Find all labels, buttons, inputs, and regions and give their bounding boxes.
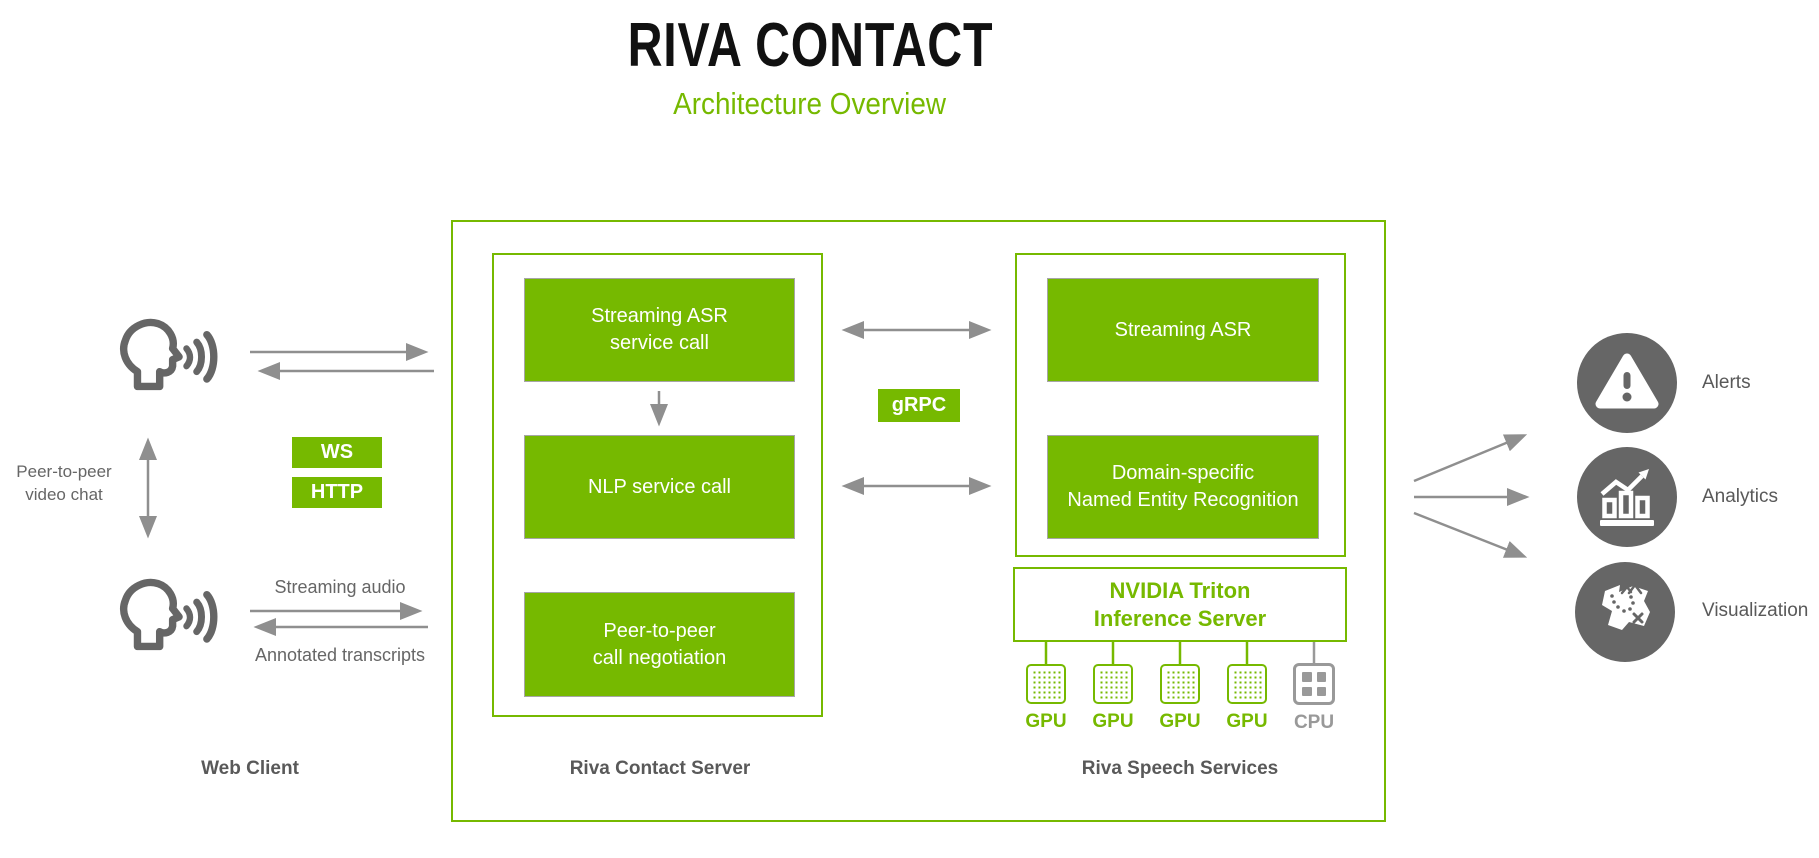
- analytics-chart-icon: [1577, 447, 1677, 547]
- triton-line2: Inference Server: [1093, 605, 1267, 631]
- gpu-label: GPU: [1226, 711, 1268, 732]
- asr-call-line2: service call: [610, 332, 709, 354]
- gpu-chip-icon: [1160, 664, 1200, 704]
- nlp-service-call-box: NLP service call: [524, 435, 795, 539]
- speaking-head-icon: [119, 578, 218, 651]
- riva-speech-services-section-label: Riva Speech Services: [1081, 758, 1279, 779]
- streaming-audio-label: Streaming audio: [274, 577, 406, 597]
- web-client-section-label: Web Client: [201, 758, 299, 779]
- alerts-warning-icon: [1577, 333, 1677, 433]
- gpu-chip-icon: [1093, 664, 1133, 704]
- gpu-unit: GPU: [1014, 664, 1078, 733]
- visualization-label: Visualization: [1702, 600, 1809, 621]
- cpu-unit: CPU: [1282, 663, 1346, 734]
- gpu-unit: GPU: [1148, 664, 1212, 733]
- ner-line1: Domain-specific: [1111, 462, 1255, 484]
- streaming-asr-box: Streaming ASR: [1047, 278, 1319, 382]
- gpu-chip-icon: [1026, 664, 1066, 704]
- gpu-label: GPU: [1092, 711, 1134, 732]
- peer-to-peer-video-chat-label: Peer-to-peer video chat: [6, 461, 122, 507]
- gpu-unit: GPU: [1215, 664, 1279, 733]
- riva-contact-server-box: [492, 253, 823, 717]
- page-title-wrap: RIVA CONTACT: [460, 10, 1160, 81]
- riva-contact-outer-box: [451, 220, 1386, 822]
- cpu-chip-icon: [1293, 663, 1335, 705]
- domain-specific-ner-box: Domain-specific Named Entity Recognition: [1047, 435, 1319, 539]
- speaking-head-icon: [119, 318, 218, 391]
- peer-to-peer-call-negotiation-box: Peer-to-peer call negotiation: [524, 592, 795, 697]
- cpu-label: CPU: [1293, 712, 1335, 733]
- p2p-call-line2: call negotiation: [592, 646, 727, 669]
- page-subtitle: Architecture Overview: [673, 86, 947, 121]
- asr-call-line1: Streaming ASR: [591, 305, 728, 327]
- alerts-label: Alerts: [1702, 372, 1751, 393]
- p2p-call-line1: Peer-to-peer: [603, 619, 716, 642]
- peer-chat-line1: Peer-to-peer: [16, 462, 112, 481]
- gpu-label: GPU: [1159, 711, 1201, 732]
- analytics-label: Analytics: [1702, 486, 1779, 507]
- gpu-label: GPU: [1025, 711, 1067, 732]
- arrow-fan-to-visualization: [1413, 511, 1528, 558]
- streaming-asr-label: Streaming ASR: [1114, 318, 1252, 341]
- gpu-chip-icon: [1227, 664, 1267, 704]
- page-subtitle-wrap: Architecture Overview: [460, 86, 1160, 122]
- streaming-asr-service-call-box: Streaming ASR service call: [524, 278, 795, 382]
- page-title: RIVA CONTACT: [627, 11, 993, 80]
- ner-line2: Named Entity Recognition: [1067, 489, 1299, 511]
- riva-speech-services-box: [1015, 253, 1346, 557]
- http-protocol-tag: HTTP: [292, 477, 382, 508]
- gpu-unit: GPU: [1081, 664, 1145, 733]
- nvidia-triton-inference-server-box: NVIDIA Triton Inference Server: [1013, 567, 1347, 642]
- nlp-call-label: NLP service call: [587, 475, 732, 498]
- riva-contact-server-section-label: Riva Contact Server: [569, 758, 751, 779]
- triton-line1: NVIDIA Triton: [1109, 578, 1251, 603]
- peer-chat-line2: video chat: [25, 484, 103, 504]
- visualization-map-icon: [1575, 562, 1675, 662]
- ws-protocol-tag: WS: [292, 437, 382, 468]
- grpc-protocol-tag: gRPC: [878, 389, 960, 422]
- arrow-fan-to-alerts: [1413, 434, 1528, 483]
- annotated-transcripts-label: Annotated transcripts: [254, 645, 426, 665]
